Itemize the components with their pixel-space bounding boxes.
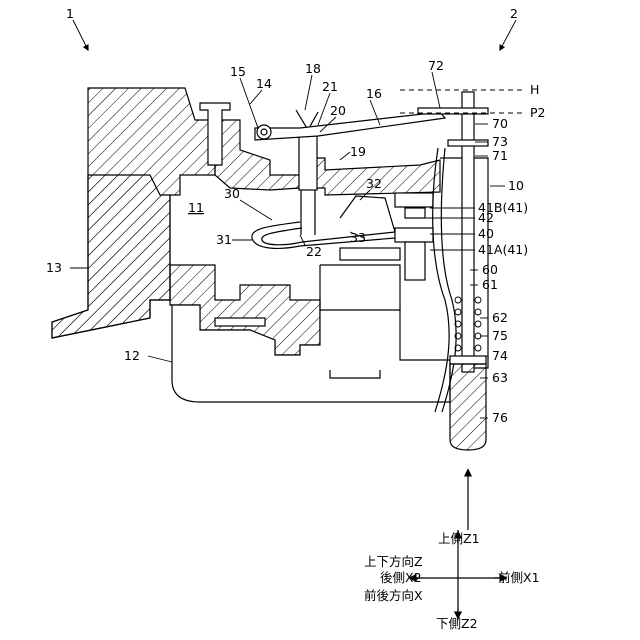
label-11: 11 — [188, 200, 204, 215]
label-30: 30 — [224, 186, 240, 201]
contact-41A — [395, 228, 433, 242]
label-61: 61 — [482, 277, 498, 292]
terminal-40 — [405, 242, 425, 280]
label-22: 22 — [306, 244, 322, 259]
label-1: 1 — [66, 6, 74, 21]
label-12: 12 — [124, 348, 140, 363]
label-76: 76 — [492, 410, 508, 425]
block-under — [215, 318, 265, 326]
label-41A: 41A(41) — [478, 242, 528, 257]
contact-41B — [395, 193, 433, 207]
lever-16 — [255, 112, 445, 140]
label-70: 70 — [492, 116, 508, 131]
label-15: 15 — [230, 64, 246, 79]
label-40: 40 — [478, 226, 494, 241]
label-71: 71 — [492, 148, 508, 163]
label-62: 62 — [492, 310, 508, 325]
label-21: 21 — [322, 79, 338, 94]
label-H: H — [530, 82, 539, 97]
label-73: 73 — [492, 134, 508, 149]
label-42: 42 — [478, 210, 494, 225]
label-72: 72 — [428, 58, 444, 73]
label-16: 16 — [366, 86, 382, 101]
label-31: 31 — [216, 232, 232, 247]
axis-back-label: 後側X2 — [380, 570, 422, 585]
label-18: 18 — [305, 61, 321, 76]
label-60: 60 — [482, 262, 498, 277]
axis-vertical-label: 上下方向Z — [364, 554, 423, 569]
label-2: 2 — [510, 6, 518, 21]
bracket-33 — [340, 248, 400, 260]
label-63: 63 — [492, 370, 508, 385]
label-10: 10 — [508, 178, 524, 193]
grip-76 — [450, 364, 486, 450]
spring-32 — [340, 196, 395, 232]
axis-up-label: 上側Z1 — [438, 531, 480, 546]
label-13: 13 — [46, 260, 62, 275]
pivot-15-inner — [261, 129, 267, 135]
stopper-74 — [450, 356, 486, 364]
label-14: 14 — [256, 76, 272, 91]
label-32: 32 — [366, 176, 382, 191]
label-20: 20 — [330, 103, 346, 118]
stem-18-lower — [301, 190, 315, 235]
axis-down-label: 下側Z2 — [436, 616, 478, 631]
contact-42 — [405, 208, 425, 218]
axis-frontback-label: 前後方向X — [364, 588, 423, 603]
label-19: 19 — [350, 144, 366, 159]
stem-18 — [299, 130, 317, 190]
housing-13-lower — [52, 175, 170, 338]
label-74: 74 — [492, 348, 508, 363]
plunger-70 — [462, 92, 474, 372]
axis-front-label: 前側X1 — [498, 570, 540, 585]
label-33: 33 — [350, 230, 366, 245]
label-P2: P2 — [530, 105, 546, 120]
label-75: 75 — [492, 328, 508, 343]
spring-30-inner — [262, 228, 395, 245]
washer-73 — [448, 140, 488, 146]
